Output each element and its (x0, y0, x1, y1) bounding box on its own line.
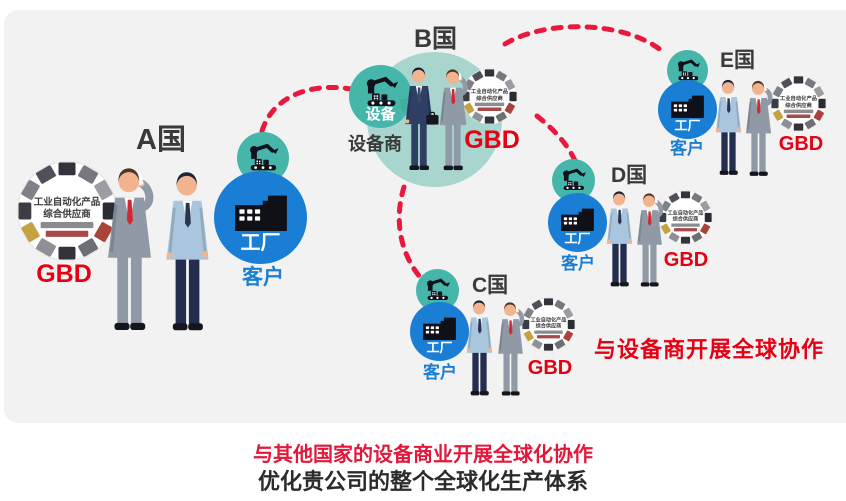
businessman-client-a (156, 170, 219, 343)
country-label-e: E国 (720, 49, 756, 72)
caption-line1: 与其他国家的设备商业开展全球化协作 (253, 444, 593, 466)
gbd-badge-c (521, 297, 576, 352)
factory-circle-d: 工厂 (548, 193, 607, 252)
vendor-label-b: 设备商 (348, 134, 402, 154)
equipment-label-b: 设备 (365, 106, 396, 123)
gbd-label-a: GBD (36, 260, 92, 288)
equipment-circle-b: 设备 (349, 65, 412, 128)
gbd-label-c: GBD (527, 357, 573, 379)
businessman-phone-b (433, 68, 473, 180)
robot-arm-icon (423, 277, 452, 304)
robot-arm-icon (559, 167, 588, 194)
customer-label-d: 客户 (561, 254, 595, 273)
country-label-c: C国 (472, 274, 509, 297)
factory-circle-e: 工厂 (658, 80, 717, 139)
factory-label-d: 工厂 (564, 230, 591, 246)
robot-arm-icon (245, 142, 281, 175)
country-label-b: B国 (414, 25, 458, 53)
factory-icon (233, 193, 289, 231)
customer-label-a: 客户 (242, 266, 284, 289)
country-label-d: D国 (611, 164, 648, 187)
factory-label-c: 工厂 (426, 339, 453, 355)
gbd-label-e: GBD (778, 133, 824, 155)
businessman-phone-c (492, 301, 529, 405)
country-label-a: A国 (136, 124, 186, 156)
caption-line2: 优化贵公司的整个全球化生产体系 (257, 469, 588, 494)
factory-circle-c: 工厂 (410, 302, 469, 361)
gbd-label-d: GBD (663, 249, 709, 271)
businessman-phone-e (740, 79, 777, 186)
factory-label-a: 工厂 (240, 231, 281, 254)
businessman-phone-a (98, 166, 161, 343)
factory-icon (670, 94, 705, 118)
factory-icon (560, 207, 595, 231)
customer-label-c: 客户 (423, 363, 457, 382)
customer-label-e: 客户 (670, 139, 704, 158)
factory-circle-a: 工厂 (214, 171, 307, 264)
factory-label-e: 工厂 (674, 117, 701, 133)
gbd-label-b: GBD (464, 126, 520, 154)
businessman-phone-d (631, 192, 668, 296)
factory-icon (422, 316, 457, 340)
gbd-badge-e (770, 75, 827, 132)
side-note-global-cooperation: 与设备商开展全球协作 (594, 337, 825, 362)
